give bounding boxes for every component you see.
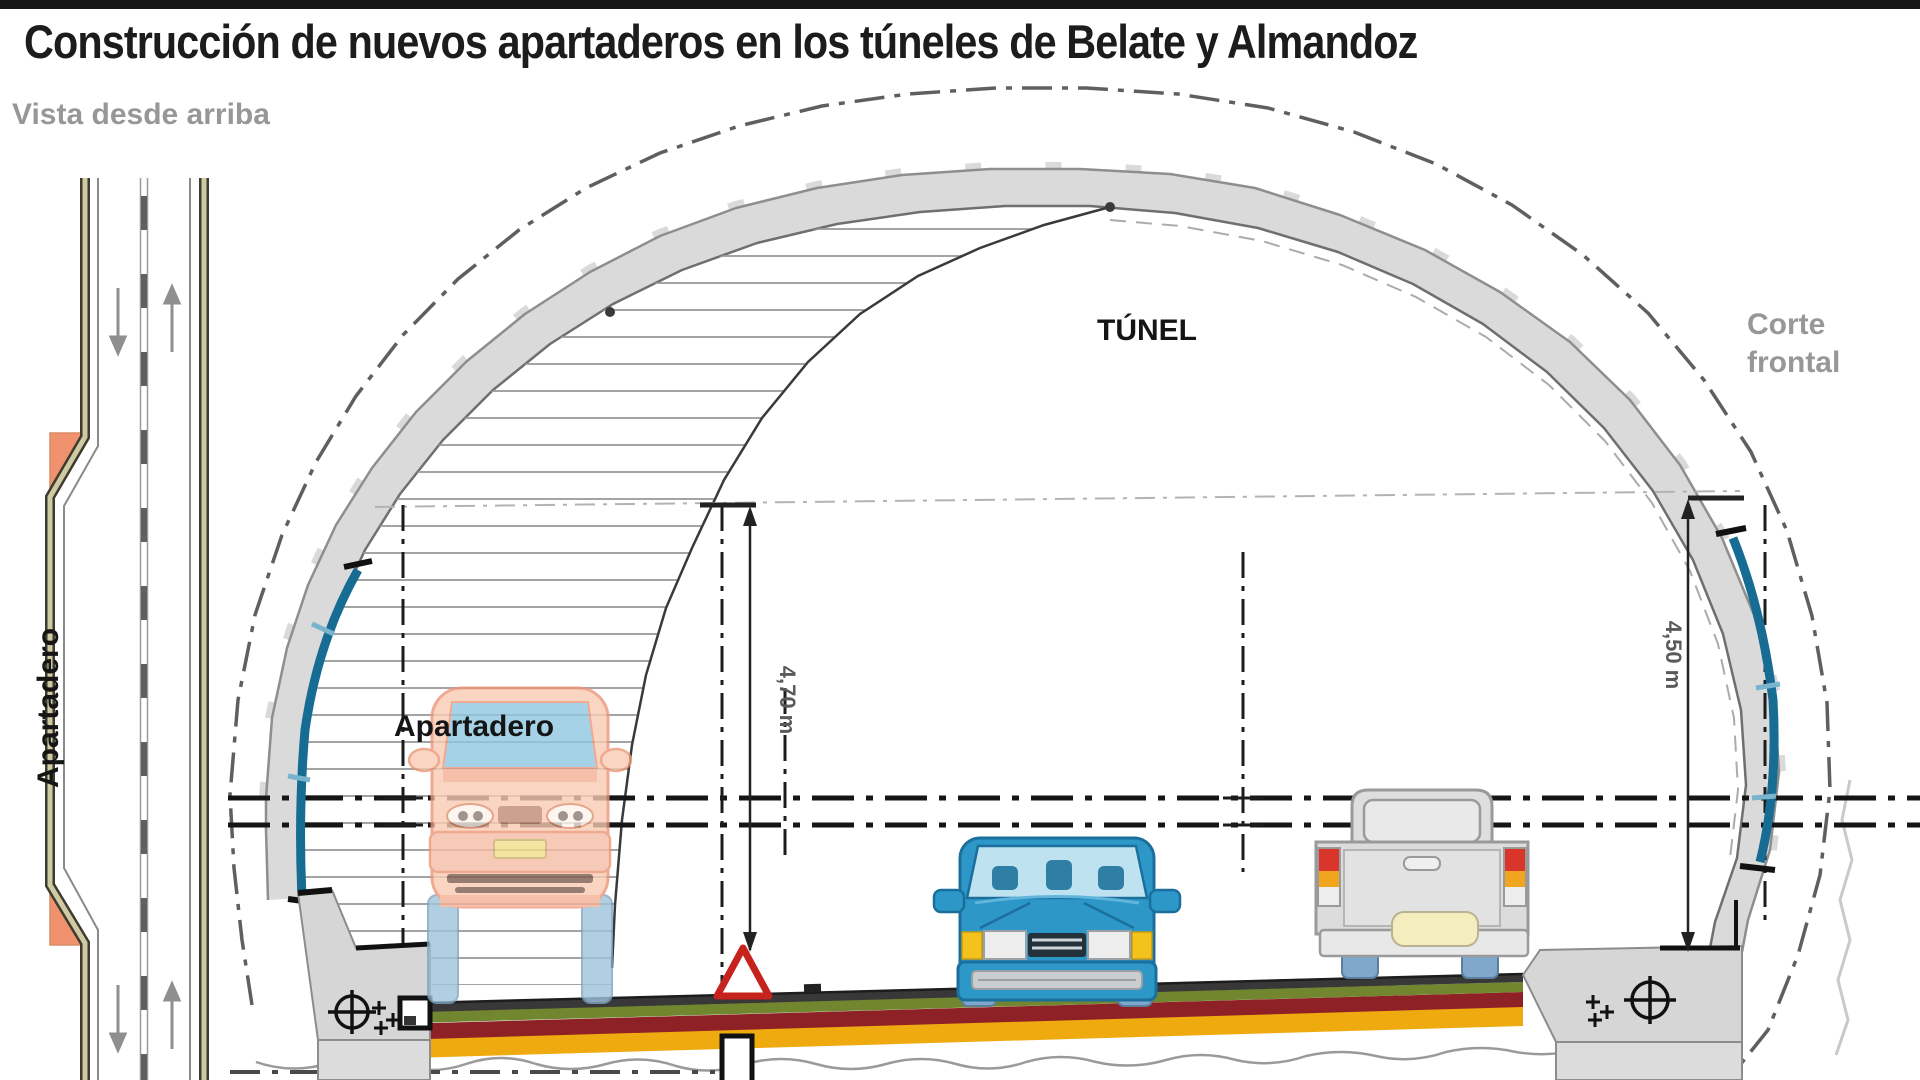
dimension-tunnel-height: 4,50 m	[1661, 495, 1744, 952]
original-profile-curve	[610, 205, 1111, 969]
front-cut-label-line2: frontal	[1747, 346, 1840, 379]
traffic-arrows	[108, 283, 182, 1054]
plus-marks-right	[1586, 995, 1614, 1027]
pickup-truck	[1314, 788, 1530, 979]
excavation-outline	[228, 86, 1832, 1067]
dimension-siding-height: 4,70 m	[700, 502, 800, 952]
siding-clearance-value: 4,70 m	[775, 666, 800, 735]
top-view-diagram: Vista desde arriba A	[12, 98, 270, 1080]
center-dashed-line	[139, 178, 149, 1080]
siding-label: Apartadero	[394, 710, 554, 743]
tunnel-label: TÚNEL	[1097, 313, 1197, 347]
page-title: Construcción de nuevos apartaderos en lo…	[24, 17, 1417, 69]
horizontal-axis-lines	[228, 795, 1920, 828]
road-stud-left	[803, 983, 822, 993]
guide-arc-right	[1715, 525, 1781, 873]
rock-line	[255, 1046, 1582, 1072]
top-view-siding-label: Apartadero	[32, 628, 65, 788]
right-curb	[1521, 900, 1743, 1080]
tail-light-left	[1317, 847, 1341, 907]
warning-triangle	[713, 944, 773, 1000]
road-edge-left	[45, 178, 90, 1080]
top-bar	[0, 0, 1920, 9]
front-cut-label-line1: Corte	[1747, 308, 1825, 341]
cross-section-diagram: 4,70 m 4,50 m	[228, 86, 1920, 1080]
drain-pipe	[719, 1033, 755, 1080]
survey-mark-right	[1624, 976, 1676, 1024]
rock-texture-right	[1834, 779, 1854, 1056]
original-profile-dashed	[1109, 219, 1740, 859]
profile-node-crown	[1105, 202, 1115, 212]
blue-car	[932, 836, 1182, 1007]
top-view-heading: Vista desde arriba	[12, 98, 270, 131]
survey-mark-left	[328, 990, 376, 1034]
left-curb	[296, 887, 433, 1080]
layer-amber	[340, 1006, 1523, 1060]
gutter-inner	[404, 1016, 416, 1025]
clearance-guide-line	[374, 490, 1741, 508]
profile-node-left	[605, 307, 615, 317]
vertical-axis-lines	[383, 505, 1767, 985]
ghost-car	[407, 686, 633, 1004]
tunnel-clearance-value: 4,50 m	[1661, 621, 1686, 690]
layer-maroon	[394, 992, 1523, 1040]
tail-light-right	[1503, 847, 1527, 907]
lane-line-left	[63, 178, 99, 1080]
